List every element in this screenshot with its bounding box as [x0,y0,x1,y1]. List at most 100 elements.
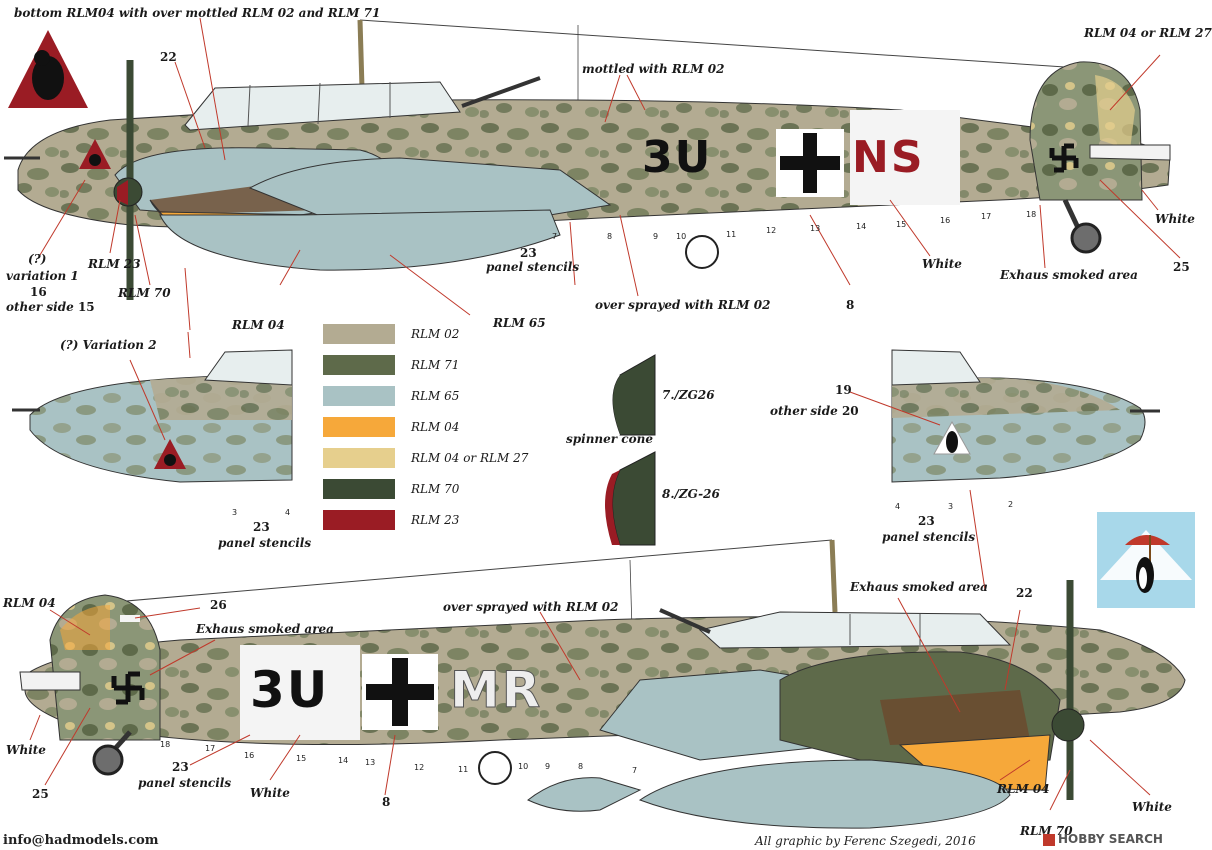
stencil-b-17: 17 [205,744,216,753]
legend-swatch [323,324,395,344]
spinner-bottom [1051,708,1085,742]
label-variation1: variation 1 [6,269,79,283]
antenna-wire-top [359,19,1111,71]
tail-wheel-bottom [92,744,124,776]
legend-label: RLM 70 [411,482,460,496]
hobby-search-logo-icon [1043,833,1055,846]
label-bottom-note: bottom RLM04 with over mottled RLM 02 an… [14,6,381,20]
label-rlm70-bottom: RLM 70 [1020,824,1073,838]
balkenkreuz-top [776,129,844,197]
label-spinner-cone: spinner cone [566,432,653,446]
tailplane-bottom [19,671,81,691]
label-n20: 20 [841,404,859,418]
stencil-num-14: 14 [856,222,867,231]
canopy-nose-left [204,349,293,386]
label-tail-color: RLM 04 or RLM 27 [1084,26,1212,40]
legend-label: RLM 23 [411,513,460,527]
cat-emblem [8,30,88,108]
stencil-b-16: 16 [244,751,255,760]
label-n25-bottom: 25 [32,787,49,801]
label-unit2: 8./ZG-26 [662,487,720,501]
label-white-right-top: White [1155,212,1195,226]
stencil-num-2-right: 2 [1008,500,1014,509]
drop-tank-2 [638,759,1011,829]
stencil-num-3-left: 3 [232,508,238,517]
label-exhaust-right-bottom: Exhaus smoked area [850,580,988,594]
legend-swatch [323,417,395,437]
label-mottled: mottled with RLM 02 [582,62,725,76]
tail-marking-top [1049,143,1079,173]
label-white-mid-bottom: White [250,786,290,800]
stencil-num-17: 17 [981,212,992,221]
label-other-side-mid-text: other side [770,404,838,418]
label-n19: 19 [835,383,852,397]
tail-marking-bottom [111,671,145,705]
tail-wheel-top [1070,222,1102,254]
label-rlm70-top: RLM 70 [118,286,171,300]
label-exhaust-top: Exhaus smoked area [1000,268,1138,282]
label-rlm04-top: RLM 04 [232,318,285,332]
stencil-b-12: 12 [414,763,425,772]
rear-gun-bottom [659,608,711,634]
legend-swatch [323,510,395,530]
label-rlm04-eng-bottom: RLM 04 [997,782,1050,796]
label-n8-top: 8 [846,298,855,312]
canopy-nose-right [891,349,981,386]
fuselage-white-band-top [850,110,960,205]
label-q-top: (?) [28,252,47,266]
middle-right-nose [849,349,1160,591]
legend-label: RLM 71 [411,358,460,372]
hobby-search-watermark: HOBBY SEARCH [1043,832,1163,846]
label-n23-mid-left: 23 [253,520,270,534]
legend-label: RLM 04 or RLM 27 [411,451,529,465]
footer-email[interactable]: info@hadmodels.com [3,833,159,848]
antenna-wire-bottom [79,539,833,606]
label-rlm04-tail-bottom: RLM 04 [3,596,56,610]
label-other-side-top-text: other side [6,300,74,314]
bottom-code-right: MR [449,661,543,719]
label-white-left-bottom: White [6,743,46,757]
label-over-sprayed-top: over sprayed with RLM 02 [595,298,771,312]
bottom-code-left: 3U [250,661,330,719]
spinner-cone-1 [612,354,656,436]
label-variation2: (?) Variation 2 [60,338,157,352]
stencil-num-13: 13 [810,224,821,233]
stencil-num-3-right: 3 [948,502,954,511]
tailplane-top [1089,144,1171,161]
antenna-mast-top [357,19,365,89]
legend-swatch [323,448,395,468]
engine-exhaust-bottom [880,690,1030,745]
stencil-b-15: 15 [296,754,307,763]
legend-swatch [323,479,395,499]
label-n26: 26 [210,598,227,612]
stencil-b-11: 11 [458,765,469,774]
stencil-num-4-left: 4 [285,508,291,517]
antenna-mast-bottom [829,539,838,613]
label-exhaust-left-bottom: Exhaus smoked area [196,622,334,636]
label-panel-stencils-top: panel stencils [486,260,580,274]
legend-row: RLM 71 [323,355,543,377]
nose-emblem-left [154,439,186,469]
label-over-sprayed-bottom: over sprayed with RLM 02 [443,600,619,614]
label-n23-top: 23 [520,246,537,260]
label-n23-bottom: 23 [172,760,189,774]
stencil-num-10: 10 [676,232,687,241]
label-n8-bottom: 8 [382,795,391,809]
legend-row: RLM 04 or RLM 27 [323,448,543,470]
label-n23-mid-right: 23 [918,514,935,528]
top-code-left: 3U [642,132,713,183]
stencil-num-9: 9 [653,232,659,241]
label-white-mid-top: White [922,257,962,271]
label-n25-top: 25 [1173,260,1190,274]
stencil-num-15: 15 [896,220,907,229]
legend-row: RLM 02 [323,324,543,346]
nose-emblem-top [79,139,111,169]
legend-row: RLM 70 [323,479,543,501]
top-code-right: NS [852,136,925,180]
top-aircraft [4,17,1181,331]
canopy-top [184,81,461,131]
penguin-badge [1097,512,1195,608]
label-panel-stencils-mid-right: panel stencils [882,530,976,544]
label-other-side-mid: other side 20 [770,404,859,418]
